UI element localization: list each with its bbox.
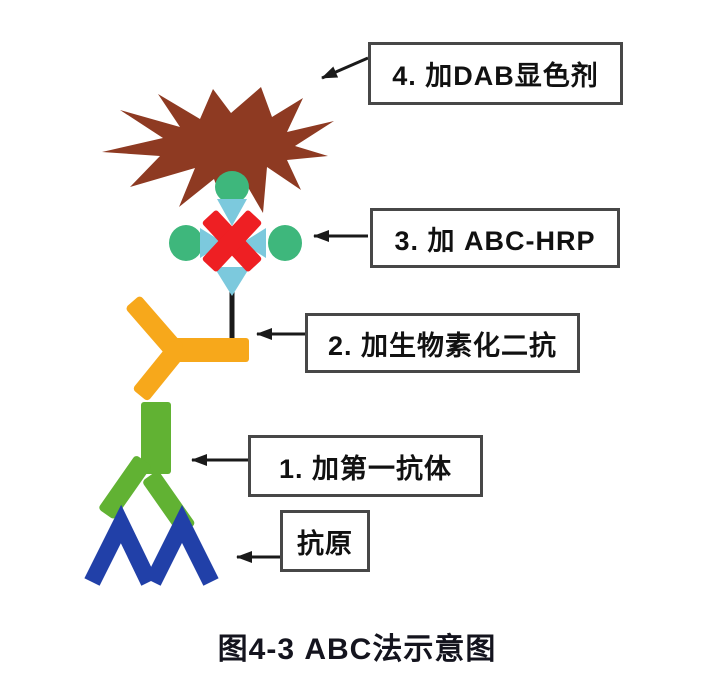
label-step2-text: 2. 加生物素化二抗: [327, 330, 558, 361]
hrp-circle-top: [215, 171, 249, 203]
biotin-triangle-right: [242, 228, 266, 258]
antigen-peak-right: [145, 504, 219, 586]
label-box-step3-abc-hrp: 3. 加 ABC-HRP: [370, 208, 620, 268]
label-step3-text: 3. 加 ABC-HRP: [394, 225, 596, 256]
label-box-antigen: 抗原: [280, 510, 370, 572]
secondary-antibody-icon: [126, 296, 249, 401]
primary-antibody-left-arm: [99, 456, 151, 519]
secondary-antibody-stem: [174, 338, 249, 362]
antigen-peak-left: [84, 504, 157, 586]
primary-antibody-stem: [141, 402, 171, 474]
avidin-cross-bar2: [202, 210, 262, 272]
label-step4-text: 4. 加DAB显色剂: [392, 61, 599, 91]
label-step1-text: 1. 加第一抗体: [278, 453, 453, 484]
label-antigen-text: 抗原: [297, 528, 353, 559]
biotin-triangle-bottom: [214, 267, 250, 296]
label-box-step4-dab: 4. 加DAB显色剂: [368, 42, 623, 105]
label-box-step1-primary: 1. 加第一抗体: [248, 435, 483, 497]
hrp-circle-right: [268, 225, 302, 261]
figure-caption: 图4-3 ABC法示意图: [217, 633, 497, 666]
label-box-step2-secondary: 2. 加生物素化二抗: [305, 313, 580, 373]
dab-product-burst-icon: [102, 87, 334, 218]
secondary-antibody-upper-arm: [126, 296, 183, 358]
biotin-triangle-top: [217, 199, 247, 226]
avidin-cross-icon: [202, 210, 262, 272]
secondary-antibody-lower-arm: [133, 341, 187, 401]
hrp-circle-left: [169, 225, 203, 261]
antigen-icon: [84, 504, 219, 586]
biotin-triangle-left: [200, 228, 224, 258]
arrow-step4: [321, 56, 369, 80]
